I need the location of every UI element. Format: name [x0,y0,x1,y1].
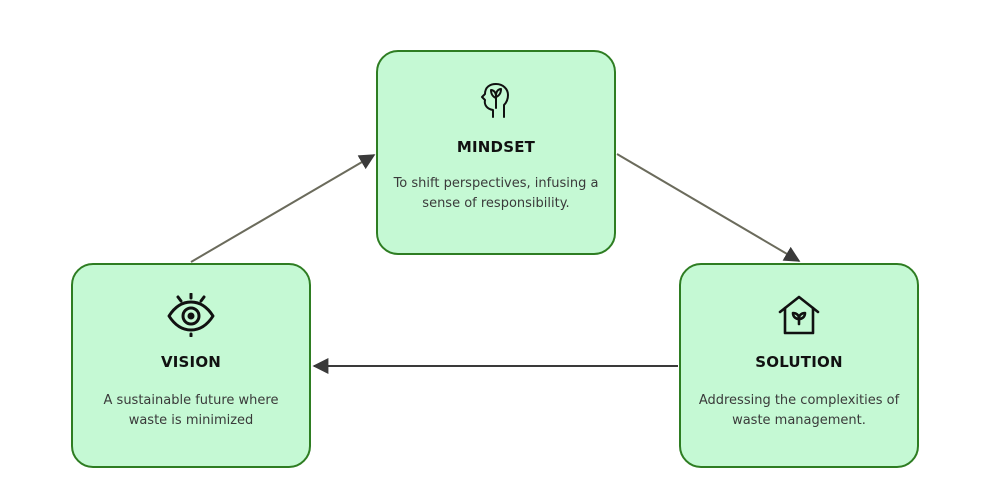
mindset-card: MINDSET To shift perspectives, infusing … [376,50,616,255]
vision-description: A sustainable future where waste is mini… [103,393,279,428]
vision-title: VISION [160,353,222,371]
mindset-title: MINDSET [456,138,536,156]
vision-card: VISION A sustainable future where waste … [71,263,311,468]
eye-icon [167,293,215,337]
solution-title: SOLUTION [755,353,843,371]
head-with-plant-icon [481,83,509,118]
arrow-mindset-to-solution [616,153,801,262]
mindset-description: To shift perspectives, infusing a sense … [393,176,599,211]
arrow-vision-to-mindset [190,154,376,263]
solution-card: SOLUTION Addressing the complexities of … [679,263,919,468]
solution-description: Addressing the complexities of waste man… [698,393,900,428]
house-with-leaf-icon [778,295,820,335]
